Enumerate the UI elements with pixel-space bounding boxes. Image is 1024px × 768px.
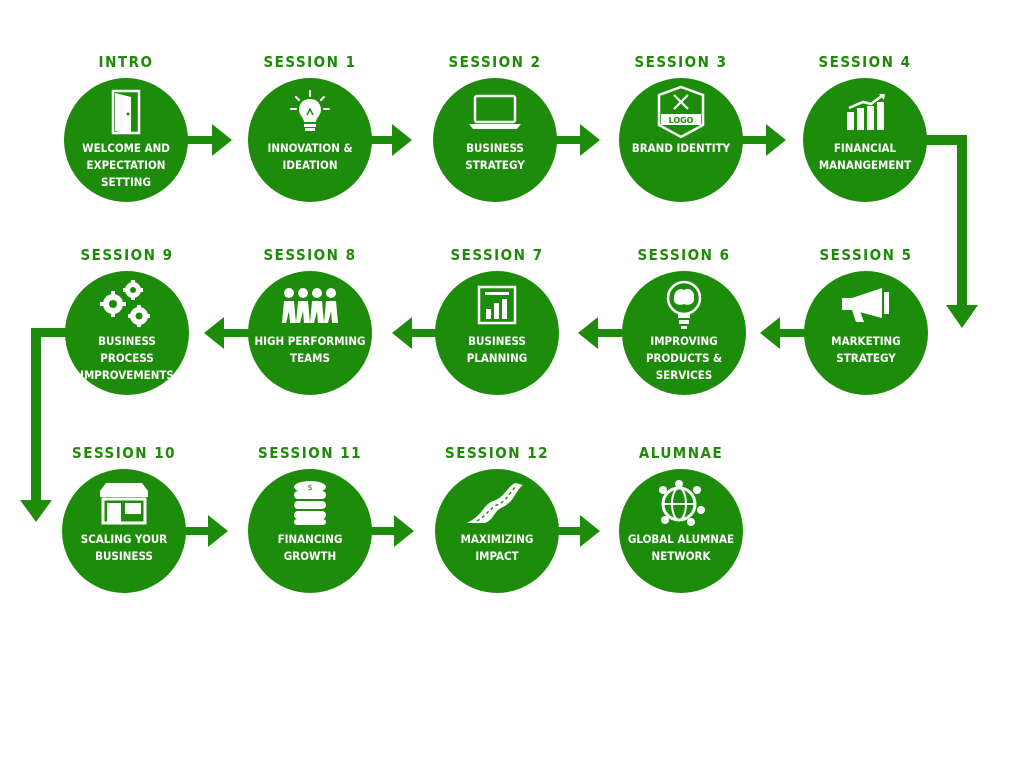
session-label: SESSION 11 [258, 444, 362, 462]
session-node: LOGO BRAND IDENTITY [619, 78, 743, 202]
session-node: BUSINESS STRATEGY [433, 78, 557, 202]
session-node: GLOBAL ALUMNAE NETWORK [619, 469, 743, 593]
session-label: SESSION 3 [634, 53, 728, 71]
session-title: BUSINESS STRATEGY [465, 141, 525, 172]
session-node: HIGH PERFORMING TEAMS [248, 271, 372, 395]
megaphone-icon [804, 281, 928, 329]
globe-network-icon [619, 479, 743, 527]
growth-chart-icon [803, 88, 927, 136]
session-node: BUSINESS PLANNING [435, 271, 559, 395]
arrow-left [204, 317, 250, 349]
session-node: INNOVATION & IDEATION [248, 78, 372, 202]
session-label: SESSION 12 [445, 444, 549, 462]
road-icon [435, 479, 559, 527]
session-label: SESSION 2 [448, 53, 542, 71]
session-label: SESSION 1 [263, 53, 357, 71]
arrow-left [392, 317, 436, 349]
session-label: SESSION 9 [80, 246, 174, 264]
session-title: HIGH PERFORMING TEAMS [254, 334, 366, 365]
session-title: MARKETING STRATEGY [831, 334, 901, 365]
session-title: MAXIMIZING IMPACT [460, 532, 534, 563]
session-title: WELCOME AND EXPECTATION SETTING [82, 141, 170, 189]
svg-text:$: $ [307, 483, 312, 492]
arrow-right [556, 515, 600, 547]
session-label: SESSION 7 [450, 246, 544, 264]
arrow-right [370, 124, 412, 156]
report-chart-icon [435, 281, 559, 329]
session-title: BRAND IDENTITY [631, 141, 731, 155]
session-title: INNOVATION & IDEATION [267, 141, 353, 172]
brain-bulb-icon [622, 280, 746, 329]
arrow-right [186, 124, 232, 156]
arrow-elbow-down [924, 135, 978, 328]
session-node: MARKETING STRATEGY [804, 271, 928, 395]
logo-badge-text: LOGO [669, 116, 694, 125]
session-label: ALUMNAE [638, 444, 724, 462]
session-label: SESSION 4 [818, 53, 912, 71]
session-title: BUSINESS PLANNING [466, 334, 528, 365]
session-title: SCALING YOUR BUSINESS [80, 532, 168, 563]
session-label: INTRO [98, 53, 154, 71]
session-title: FINANCING GROWTH [277, 532, 343, 563]
session-label: SESSION 8 [263, 246, 357, 264]
session-title: FINANCIAL MANANGEMENT [818, 141, 912, 172]
storefront-icon [62, 479, 186, 527]
session-node: MAXIMIZING IMPACT [435, 469, 559, 593]
laptop-icon [433, 88, 557, 136]
coins-icon: $ [248, 479, 372, 527]
session-node: $ FINANCING GROWTH [248, 469, 372, 593]
lightbulb-icon [248, 88, 372, 136]
arrow-right [556, 124, 600, 156]
logo-badge-icon: LOGO [619, 85, 743, 139]
door-icon [64, 88, 188, 136]
session-title: GLOBAL ALUMNAE NETWORK [627, 532, 735, 563]
arrow-left [578, 317, 622, 349]
arrow-left [760, 317, 806, 349]
session-label: SESSION 5 [819, 246, 913, 264]
arrow-elbow-down [20, 328, 68, 522]
arrow-right [370, 515, 414, 547]
session-node: IMPROVING PRODUCTS & SERVICES [622, 271, 746, 395]
gears-icon [65, 280, 189, 329]
session-label: SESSION 6 [637, 246, 731, 264]
arrow-right [184, 515, 228, 547]
session-node: BUSINESS PROCESS IMPROVEMENTS [65, 271, 189, 395]
session-node: WELCOME AND EXPECTATION SETTING [64, 78, 188, 202]
session-title: IMPROVING PRODUCTS & SERVICES [645, 334, 723, 382]
session-title: BUSINESS PROCESS IMPROVEMENTS [80, 334, 174, 382]
team-icon [248, 281, 372, 329]
session-node: FINANCIAL MANANGEMENT [803, 78, 927, 202]
arrow-right [742, 124, 786, 156]
session-node: SCALING YOUR BUSINESS [62, 469, 186, 593]
session-label: SESSION 10 [72, 444, 176, 462]
